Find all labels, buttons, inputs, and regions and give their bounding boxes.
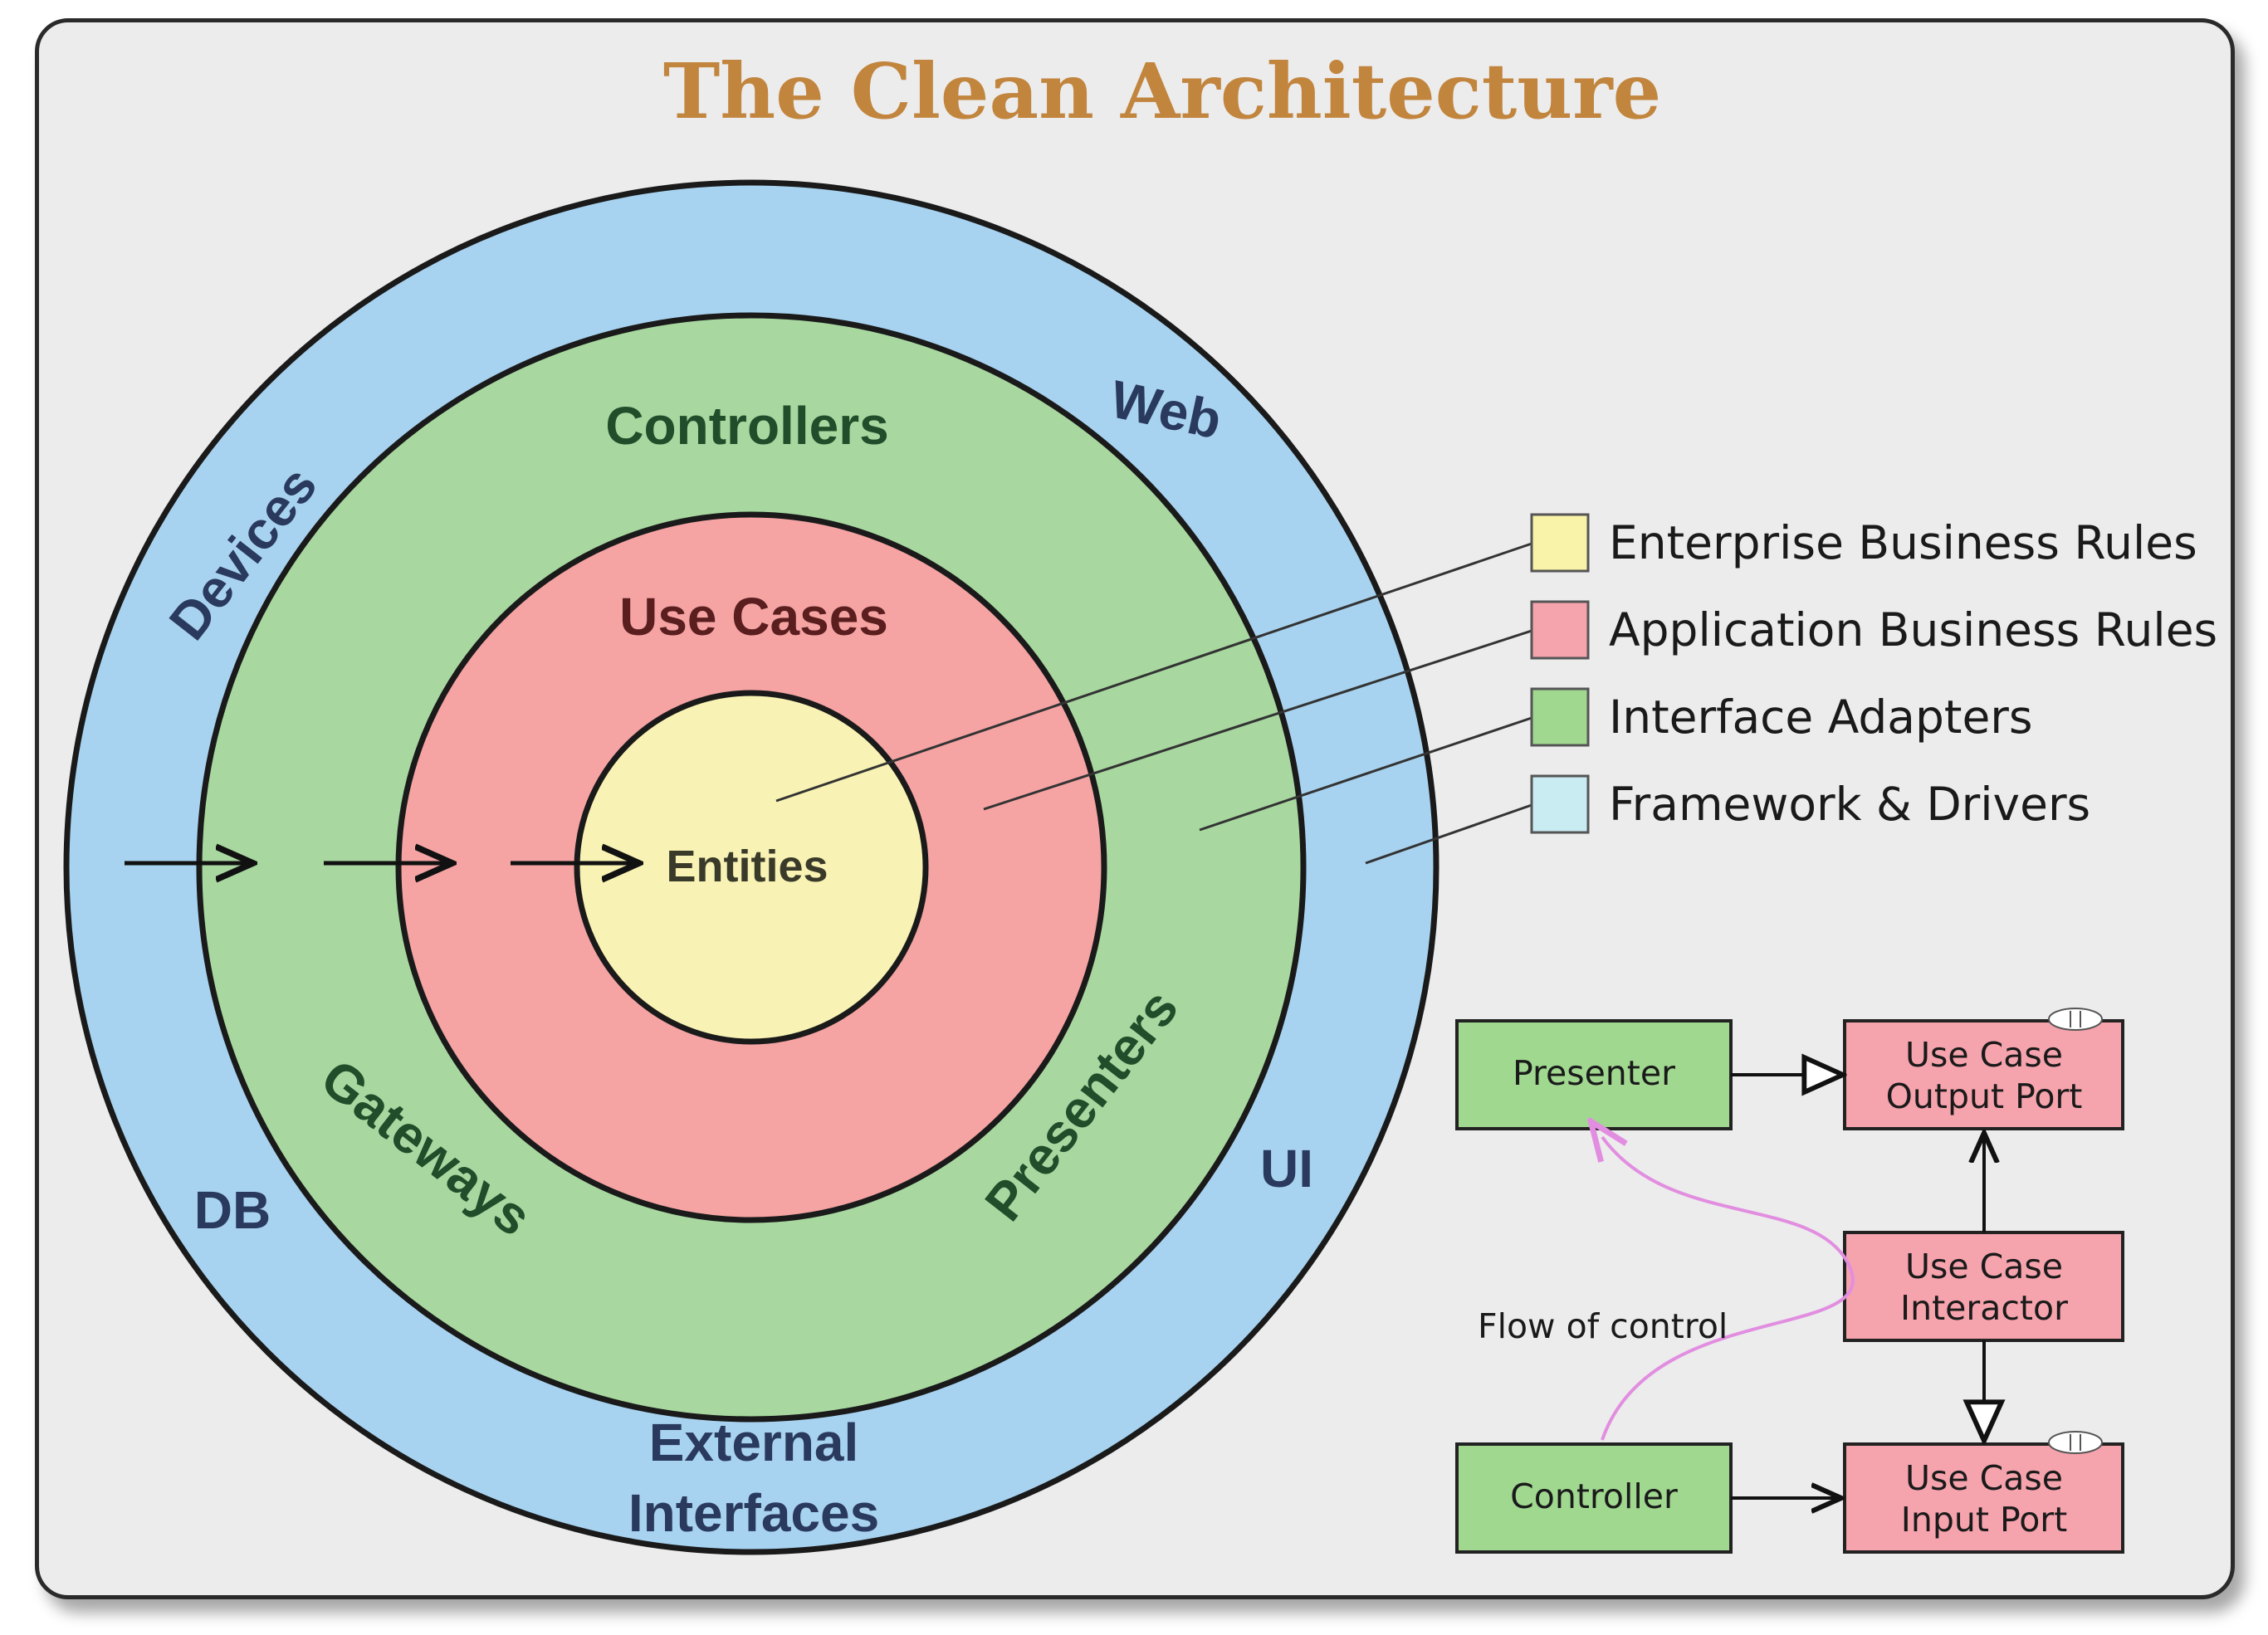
- legend-pointer-adapters: [1199, 716, 1532, 832]
- output-port-label-line2: Output Port: [1886, 1076, 2083, 1116]
- presenter-box-label: Presenter: [1513, 1053, 1675, 1093]
- input-port-box: [1843, 1442, 2124, 1554]
- controller-box-label: Controller: [1510, 1476, 1678, 1516]
- legend-label-frameworks: Framework & Drivers: [1609, 778, 2090, 831]
- use-cases-label: Use Cases: [619, 587, 888, 647]
- input-port-label-line1: Use Case: [1905, 1458, 2063, 1498]
- interactor-box: [1843, 1231, 2124, 1342]
- legend-swatch-adapters: [1530, 687, 1590, 747]
- input-port-label-line2: Input Port: [1901, 1500, 2067, 1540]
- interface-icon-input: [2048, 1431, 2103, 1454]
- controllers-label: Controllers: [605, 396, 888, 456]
- legend-pointer-usecases: [983, 629, 1532, 811]
- legend: Enterprise Business Rules Application Bu…: [1530, 513, 2217, 834]
- db-label: DB: [194, 1180, 271, 1240]
- legend-label-application: Application Business Rules: [1609, 603, 2217, 656]
- entities-label: Entities: [666, 842, 828, 891]
- interface-icon-output: [2048, 1008, 2103, 1031]
- legend-pointer-entities: [775, 542, 1532, 803]
- flow-of-control-curve: [1602, 1137, 1855, 1441]
- ui-label: UI: [1260, 1139, 1313, 1198]
- external-label-line2: Interfaces: [628, 1483, 879, 1543]
- external-label-line1: External: [649, 1413, 859, 1472]
- diagram-title: The Clean Architecture: [663, 46, 1661, 136]
- legend-label-enterprise: Enterprise Business Rules: [1609, 516, 2197, 569]
- legend-swatch-frameworks: [1530, 774, 1590, 834]
- legend-label-adapters: Interface Adapters: [1609, 691, 2033, 744]
- legend-swatch-enterprise: [1530, 513, 1590, 573]
- flow-of-control-diagram: Presenter Use Case Output Port Use Case …: [1455, 1008, 2124, 1554]
- output-port-label-line1: Use Case: [1905, 1035, 2063, 1075]
- output-port-box: [1843, 1019, 2124, 1130]
- legend-swatch-application: [1530, 600, 1590, 660]
- interactor-label-line2: Interactor: [1900, 1288, 2068, 1328]
- controller-box: [1455, 1442, 1733, 1554]
- legend-pointer-frameworks: [1365, 803, 1532, 865]
- interactor-label-line1: Use Case: [1905, 1247, 2063, 1286]
- flow-of-control-label: Flow of control: [1478, 1306, 1728, 1346]
